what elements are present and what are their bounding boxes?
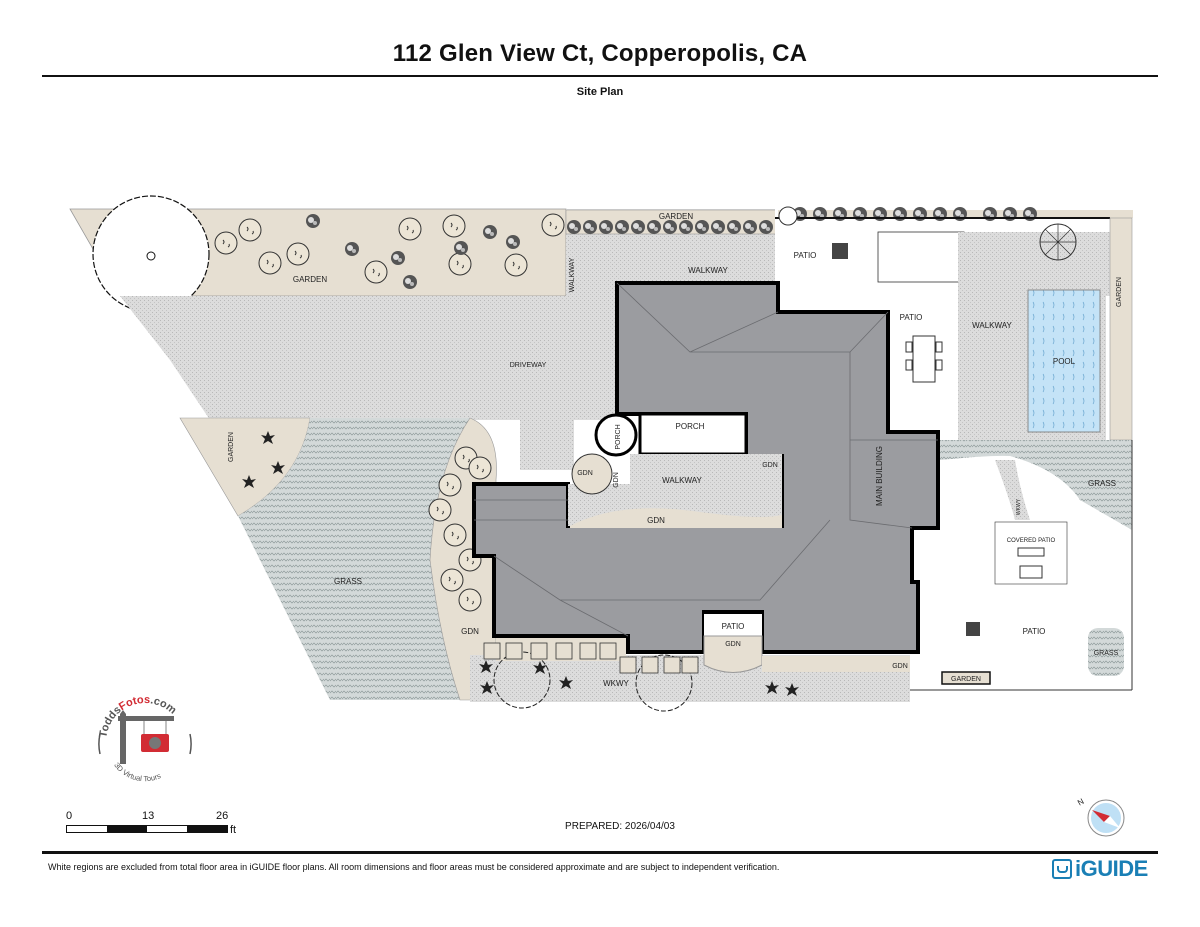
label-gdn-left: GDN bbox=[461, 627, 479, 636]
pool bbox=[1027, 289, 1101, 433]
large-tree-icon bbox=[92, 195, 210, 313]
scale-tick-0: 0 bbox=[66, 810, 73, 822]
label-garden-bottom: GARDEN bbox=[951, 676, 981, 683]
label-gdn-small: GDN bbox=[613, 472, 620, 488]
label-porch: PORCH bbox=[676, 422, 705, 431]
label-wkwy: WKWY bbox=[603, 679, 629, 688]
scale-unit: ft bbox=[230, 824, 237, 836]
label-garden: GARDEN bbox=[293, 275, 327, 284]
logo-brand-suffix: .com bbox=[150, 694, 179, 716]
planter-boxes bbox=[483, 642, 699, 674]
label-gdn-center: GDN bbox=[647, 516, 665, 525]
prepared-date: PREPARED: 2026/04/03 bbox=[565, 821, 675, 832]
porch bbox=[638, 412, 748, 456]
label-walkway-top: WALKWAY bbox=[688, 266, 728, 275]
firepit-icon bbox=[832, 243, 848, 259]
footer-divider bbox=[42, 851, 1158, 854]
label-grass-right: GRASS bbox=[1088, 479, 1116, 488]
svg-text:3D Virtual Tours: 3D Virtual Tours bbox=[112, 761, 162, 784]
dining-table bbox=[912, 335, 936, 383]
title-divider bbox=[42, 75, 1158, 77]
label-garden-left: GARDEN bbox=[228, 432, 235, 462]
round-porch bbox=[594, 413, 638, 457]
label-driveway: DRIVEWAY bbox=[510, 362, 547, 369]
compass-north-label: N bbox=[1076, 797, 1086, 808]
label-patio-bottom: PATIO bbox=[722, 622, 745, 631]
scale-tick-13: 13 bbox=[142, 810, 155, 822]
label-gdn-patio: GDN bbox=[725, 641, 741, 648]
label-gdn-round: GDN bbox=[577, 470, 593, 477]
label-gdn-bottom-right: GDN bbox=[892, 663, 908, 670]
logo-tagline: 3D Virtual Tours bbox=[112, 761, 162, 784]
label-walkway-right: WALKWAY bbox=[972, 321, 1012, 330]
iguide-brand: iGUIDE bbox=[1075, 856, 1148, 881]
label-wkwy-small: WKWY bbox=[1016, 498, 1022, 515]
grass-right bbox=[940, 440, 1132, 530]
label-patio-mid: PATIO bbox=[900, 313, 923, 322]
toddsfotos-logo: ToddsFotos.com 3D Virtual Tours bbox=[97, 694, 192, 784]
page-title: 112 Glen View Ct, Copperopolis, CA bbox=[392, 40, 808, 67]
label-garden-right: GARDEN bbox=[1116, 277, 1123, 307]
disclaimer-text: White regions are excluded from total fl… bbox=[48, 862, 780, 872]
grass-left bbox=[238, 418, 470, 700]
logo-brand-accent: Fotos bbox=[117, 694, 151, 713]
label-walkway-vertical: WALKWAY bbox=[569, 257, 576, 292]
logo-brand-prefix: Todds bbox=[97, 704, 123, 739]
label-walkway-center: WALKWAY bbox=[662, 476, 702, 485]
label-patio-top: PATIO bbox=[794, 251, 817, 260]
label-garden-top: GARDEN bbox=[659, 212, 693, 221]
north-compass-icon: N bbox=[1076, 797, 1125, 837]
label-grass: GRASS bbox=[334, 577, 362, 586]
label-main-building: MAIN BUILDING bbox=[875, 446, 884, 506]
label-gdn-right-small: GDN bbox=[762, 462, 778, 469]
scale-bar: 0 13 26 ft bbox=[66, 810, 246, 838]
label-grass-small: GRASS bbox=[1094, 650, 1119, 657]
label-patio-right: PATIO bbox=[1023, 627, 1046, 636]
label-porch-round: PORCH bbox=[615, 424, 622, 449]
label-pool: POOL bbox=[1053, 357, 1076, 366]
iguide-logo: iGUIDE bbox=[1052, 855, 1148, 883]
scale-tick-26: 26 bbox=[216, 810, 229, 822]
iguide-icon bbox=[1052, 859, 1072, 879]
label-covered-patio: COVERED PATIO bbox=[1007, 538, 1056, 544]
page-subtitle: Site Plan bbox=[576, 86, 624, 98]
walkway-center bbox=[568, 454, 782, 526]
umbrella-icon bbox=[1039, 223, 1077, 261]
